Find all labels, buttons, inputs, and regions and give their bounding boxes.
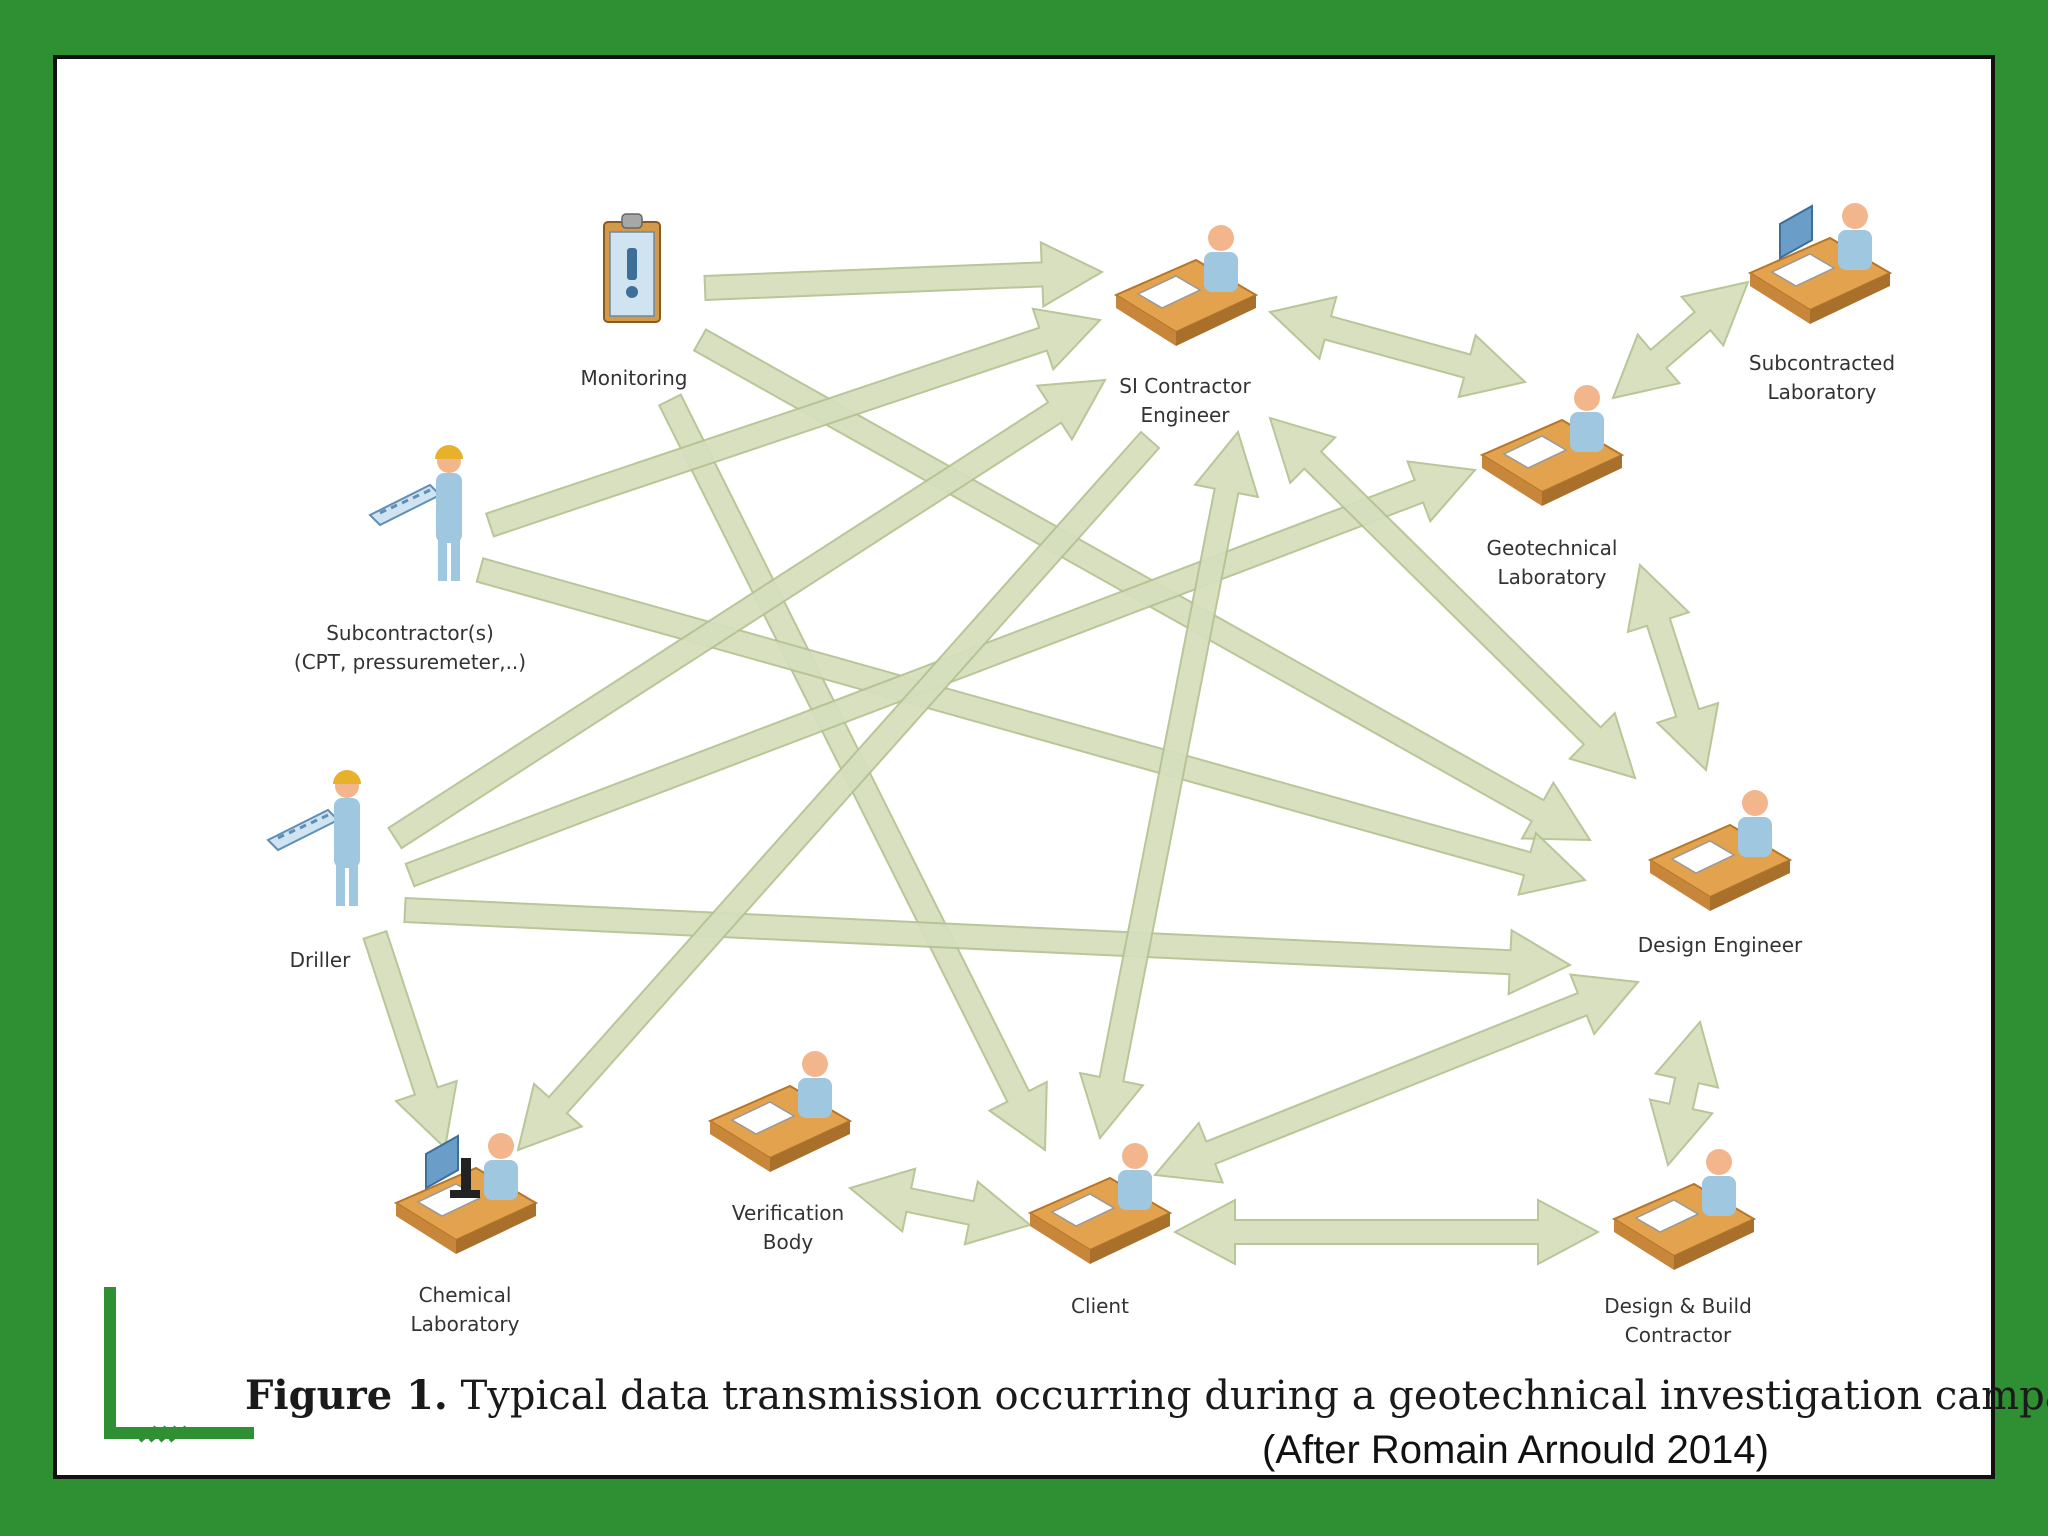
figure-caption: Figure 1. Typical data transmission occu… xyxy=(245,1372,2048,1419)
node-label: Monitoring xyxy=(581,366,688,390)
node-label: Contractor xyxy=(1625,1323,1732,1347)
arrow-design-engineer-to-design-build xyxy=(1648,1019,1720,1168)
node-monitoring: Monitoring xyxy=(581,213,688,390)
clipboard-icon xyxy=(603,213,661,323)
caption-label: Figure 1. xyxy=(245,1372,448,1419)
node-label: Driller xyxy=(290,948,352,972)
caption-text: Typical data transmission occurring duri… xyxy=(447,1373,2048,1419)
person-desk-icon xyxy=(1647,790,1793,911)
node-design-engineer: Design Engineer xyxy=(1638,790,1803,957)
arrow-driller-to-design-engineer xyxy=(403,896,1573,996)
corner-bracket-decoration xyxy=(104,1287,254,1443)
arrow-geotechnical-lab-to-design-engineer xyxy=(1626,562,1720,773)
arrow-client-to-design-build xyxy=(1172,1198,1601,1266)
edges-layer xyxy=(362,240,1750,1266)
node-label: Geotechnical xyxy=(1487,536,1618,560)
person-microscope-icon xyxy=(393,1133,539,1254)
person-desk-icon xyxy=(1027,1143,1173,1264)
arrow-si-contractor-to-chemical-lab xyxy=(516,430,1161,1152)
arrow-monitoring-to-si-contractor xyxy=(703,240,1105,309)
person-desk-icon xyxy=(1611,1149,1757,1270)
node-label: (CPT, pressuremeter,..) xyxy=(294,650,526,674)
arrow-geotechnical-lab-to-subcontracted-lab xyxy=(1611,280,1750,400)
arrow-client-to-si-contractor xyxy=(1078,429,1260,1141)
node-label: Body xyxy=(763,1230,814,1254)
person-desk-icon xyxy=(1479,385,1625,506)
node-driller: Driller xyxy=(266,770,361,972)
worker-hardhat-icon xyxy=(266,770,361,906)
arrow-si-contractor-to-design-engineer xyxy=(1268,416,1637,780)
node-label: Laboratory xyxy=(411,1312,520,1336)
worker-hardhat-icon xyxy=(368,445,463,581)
node-label: Design & Build xyxy=(1604,1294,1752,1318)
arrow-verification-body-to-client xyxy=(847,1167,1033,1246)
arrow-design-engineer-to-client xyxy=(1153,973,1640,1184)
node-client: Client xyxy=(1027,1143,1173,1318)
person-desk-icon xyxy=(1113,225,1259,346)
node-label: Laboratory xyxy=(1498,565,1607,589)
node-subcontractors: Subcontractor(s) (CPT, pressuremeter,..) xyxy=(294,445,526,674)
node-label: SI Contractor xyxy=(1119,374,1251,398)
node-label: Engineer xyxy=(1140,403,1230,427)
node-label: Design Engineer xyxy=(1638,933,1803,957)
arrow-driller-to-si-contractor xyxy=(387,378,1107,850)
node-label: Subcontracted xyxy=(1749,351,1895,375)
arrow-subcontractors-to-design-engineer xyxy=(475,557,1588,896)
node-label: Laboratory xyxy=(1768,380,1877,404)
arrow-si-contractor-to-geotechnical-lab xyxy=(1267,295,1528,399)
node-label: Subcontractor(s) xyxy=(326,621,494,645)
arrow-driller-to-chemical-lab xyxy=(362,930,458,1151)
node-label: Client xyxy=(1071,1294,1129,1318)
arrow-subcontractors-to-si-contractor xyxy=(484,307,1103,538)
node-label: Chemical xyxy=(419,1283,512,1307)
source-credit: (After Romain Arnould 2014) xyxy=(1262,1428,1769,1472)
person-computer-icon xyxy=(1747,203,1893,324)
person-desk-icon xyxy=(707,1051,853,1172)
node-label: Verification xyxy=(732,1201,844,1225)
